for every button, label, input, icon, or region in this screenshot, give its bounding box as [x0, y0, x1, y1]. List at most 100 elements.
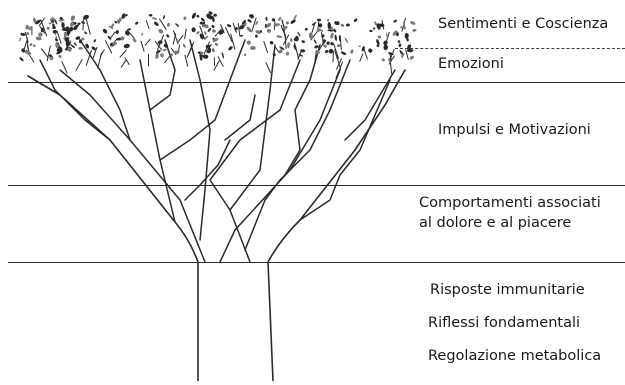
leaf [70, 15, 76, 22]
twig [266, 63, 271, 73]
leaf [246, 40, 252, 46]
leaf [58, 54, 62, 58]
leaf [377, 35, 381, 39]
leaf [183, 16, 187, 20]
leaf [191, 12, 197, 19]
leaf [175, 23, 180, 27]
twig [238, 24, 240, 36]
twig [146, 21, 149, 29]
leaf [266, 28, 271, 33]
leaf [151, 17, 157, 20]
leaf [327, 29, 334, 31]
leaf [78, 47, 82, 50]
leaf [33, 44, 37, 47]
leaf [265, 17, 267, 21]
leaf [324, 49, 329, 53]
separator-line-3 [8, 262, 625, 263]
twig [252, 18, 256, 32]
leaf [326, 19, 329, 22]
leaf [26, 32, 29, 35]
branch [185, 140, 230, 200]
leaf [305, 28, 308, 31]
leaf [191, 27, 196, 32]
twig [105, 41, 111, 53]
leaf [326, 41, 330, 45]
leaf [247, 19, 252, 24]
leaf [203, 54, 209, 59]
leaf [47, 27, 50, 30]
leaf [393, 19, 397, 23]
leaf [114, 20, 117, 24]
leaf [93, 39, 97, 43]
leaf [158, 28, 165, 34]
leaf [271, 18, 275, 23]
twig [57, 31, 61, 43]
branch [345, 70, 395, 140]
leaf [246, 26, 252, 33]
leaf [255, 35, 258, 38]
branch [140, 60, 175, 222]
leaf [397, 40, 401, 44]
leaf [407, 48, 414, 52]
leaf [155, 53, 159, 59]
leaf [409, 55, 415, 60]
leaf [149, 14, 153, 17]
leaf [123, 43, 130, 49]
leaf [141, 32, 144, 36]
leaf [344, 37, 349, 43]
twig [86, 19, 90, 34]
leaf [120, 35, 126, 41]
leaf [337, 44, 341, 47]
twig [178, 45, 179, 52]
leaf [278, 16, 282, 21]
leaf [285, 21, 289, 25]
leaf [340, 51, 347, 56]
branch [150, 40, 175, 110]
twig [41, 49, 48, 58]
level-label-basic-reflexes: Riflessi fondamentali [428, 313, 580, 333]
twig [185, 29, 187, 39]
leaf [115, 30, 119, 35]
twig [145, 39, 150, 45]
branch [160, 40, 245, 160]
leaf [73, 42, 77, 46]
twig [120, 50, 126, 57]
leaf [19, 37, 22, 42]
leaf [207, 27, 212, 32]
leaf [308, 32, 313, 39]
leaf [167, 22, 171, 27]
leaf [54, 19, 58, 25]
branch [220, 70, 340, 262]
leaf [204, 31, 208, 35]
leaf [221, 52, 224, 59]
twig [295, 43, 299, 59]
twig [24, 41, 27, 50]
leaf [317, 19, 321, 21]
twig [76, 60, 82, 71]
leaf [200, 17, 205, 22]
branch [40, 60, 110, 140]
leaf [301, 40, 305, 43]
separator-dashed-emotions [395, 48, 625, 49]
leaf [334, 34, 337, 41]
leaf [162, 48, 167, 51]
separator-line-1 [8, 82, 625, 83]
leaf [212, 29, 217, 33]
branch [285, 45, 320, 175]
twig [141, 41, 144, 51]
twig [264, 42, 268, 53]
level-label-drives-motivations: Impulsi e Motivazioni [438, 120, 591, 140]
leaf [293, 14, 298, 20]
leaf [398, 43, 401, 47]
leaf [19, 57, 24, 62]
leaf [412, 28, 417, 32]
level-label-metabolic-regulation: Regolazione metabolica [428, 346, 601, 366]
leaf [227, 24, 232, 28]
twig [275, 46, 280, 53]
level-label-emotions: Emozioni [438, 54, 504, 74]
leaf [340, 23, 345, 27]
leaf [290, 38, 293, 42]
leaf [211, 48, 215, 53]
leaf [287, 42, 290, 49]
leaf [153, 21, 159, 27]
